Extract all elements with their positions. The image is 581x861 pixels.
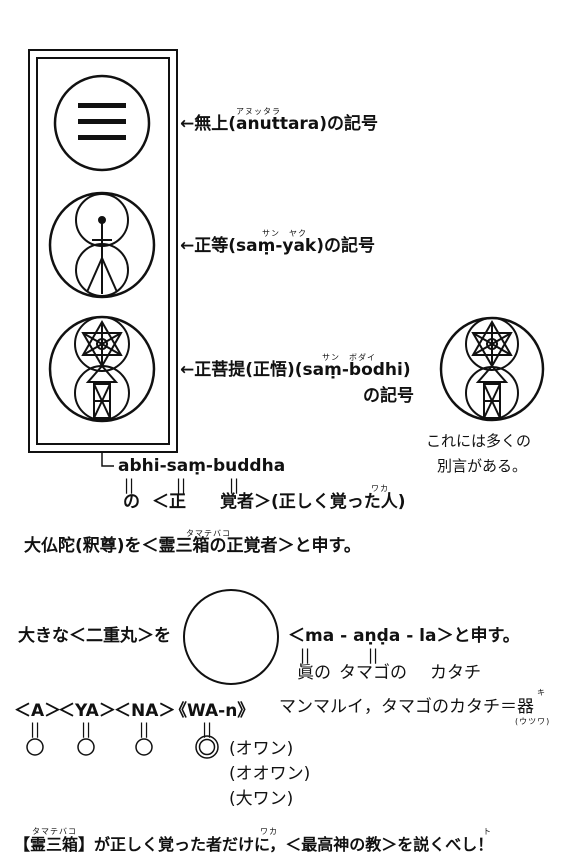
bracket-line: [101, 452, 114, 467]
samyak-label: ←正等(saṃ-yak)の記号: [180, 236, 376, 256]
abhi-equals-1: ||: [124, 476, 135, 494]
circle-a: [26, 738, 44, 756]
sambodhi-label-2: の記号: [363, 386, 414, 406]
reading-owan: (オワン): [229, 739, 294, 759]
sentence-daibutsuda: 大仏陀(釈尊)を＜霊三箱の正覚者＞と申す。: [24, 536, 361, 556]
abhi-term: abhi-saṃ-buddha: [118, 456, 286, 476]
sound-equals-a: ||: [30, 720, 41, 738]
sambodhi-symbol-copy: [439, 316, 545, 422]
abhi-equals-2: ||: [176, 476, 187, 494]
abhi-gloss-kakusha: 覚者＞(正しく覚った人): [220, 492, 406, 512]
footer-ruby-2: ワカ: [260, 827, 278, 836]
reading-daiwan: (大ワン): [229, 789, 294, 809]
sambodhi-symbol: [48, 315, 156, 423]
mandala-term: ＜ma - aṇḍa - la＞と申す。: [288, 626, 520, 646]
sound-label-ya: ＜YA＞: [58, 701, 116, 721]
mandala-prefix: 大きな＜二重丸＞を: [18, 626, 171, 646]
reading-oowan: (オオワン): [229, 764, 311, 784]
sound-label-wan: 《WA-n》: [170, 701, 255, 721]
mandala-equals-1: ||: [300, 646, 311, 664]
anuttara-symbol: [53, 74, 151, 172]
mandala-gloss-shin: 眞の: [297, 663, 331, 683]
mandala-gloss-tamago: タマゴの: [339, 663, 407, 683]
inner-frame: [36, 57, 170, 445]
abhi-ruby: ワカ: [371, 484, 389, 493]
mandala-line2-ruby: キ: [537, 688, 546, 697]
sambodhi-ruby: サン ボダイ: [322, 353, 376, 362]
abhi-gloss-sei: ＜正: [152, 492, 186, 512]
circle-wan-outer: [195, 735, 219, 759]
sound-equals-wan: ||: [202, 720, 213, 738]
mandala-circle: [183, 589, 279, 685]
side-note-2: 別言がある。: [437, 457, 528, 475]
abhi-gloss-no: の: [123, 492, 140, 512]
circle-na: [135, 738, 153, 756]
circle-ya: [77, 738, 95, 756]
sambodhi-label: ←正菩提(正悟)(saṃ-bodhi): [180, 360, 411, 380]
sound-label-a: ＜A＞: [14, 701, 62, 721]
anuttara-ruby: アヌッタラ: [236, 107, 281, 116]
side-note-1: これには多くの: [426, 432, 532, 450]
sound-equals-ya: ||: [81, 720, 92, 738]
sound-equals-na: ||: [139, 720, 150, 738]
footer-text: 【霊三箱】が正しく覚った者だけに，＜最高神の教＞を説くべし！: [14, 835, 494, 854]
mandala-line2: マンマルイ，タマゴのカタチ＝器: [279, 697, 534, 717]
sound-label-na: ＜NA＞: [114, 701, 176, 721]
samyak-symbol: [48, 191, 156, 299]
samyak-ruby: サン ヤク: [262, 229, 307, 238]
mandala-line2-paren: (ウツワ): [515, 717, 551, 726]
abhi-equals-3: ||: [229, 476, 240, 494]
footer-ruby-3: ト: [483, 827, 492, 836]
outer-frame: [28, 49, 178, 453]
anuttara-label: ←無上(anuttara)の記号: [180, 114, 379, 134]
footer-ruby-1: タマテバコ: [32, 827, 77, 836]
mandala-gloss-katachi: カタチ: [430, 663, 481, 683]
sentence-ruby: タマテバコ: [186, 529, 231, 538]
circle-wan-inner: [198, 738, 216, 756]
mandala-equals-2: ||: [368, 646, 379, 664]
